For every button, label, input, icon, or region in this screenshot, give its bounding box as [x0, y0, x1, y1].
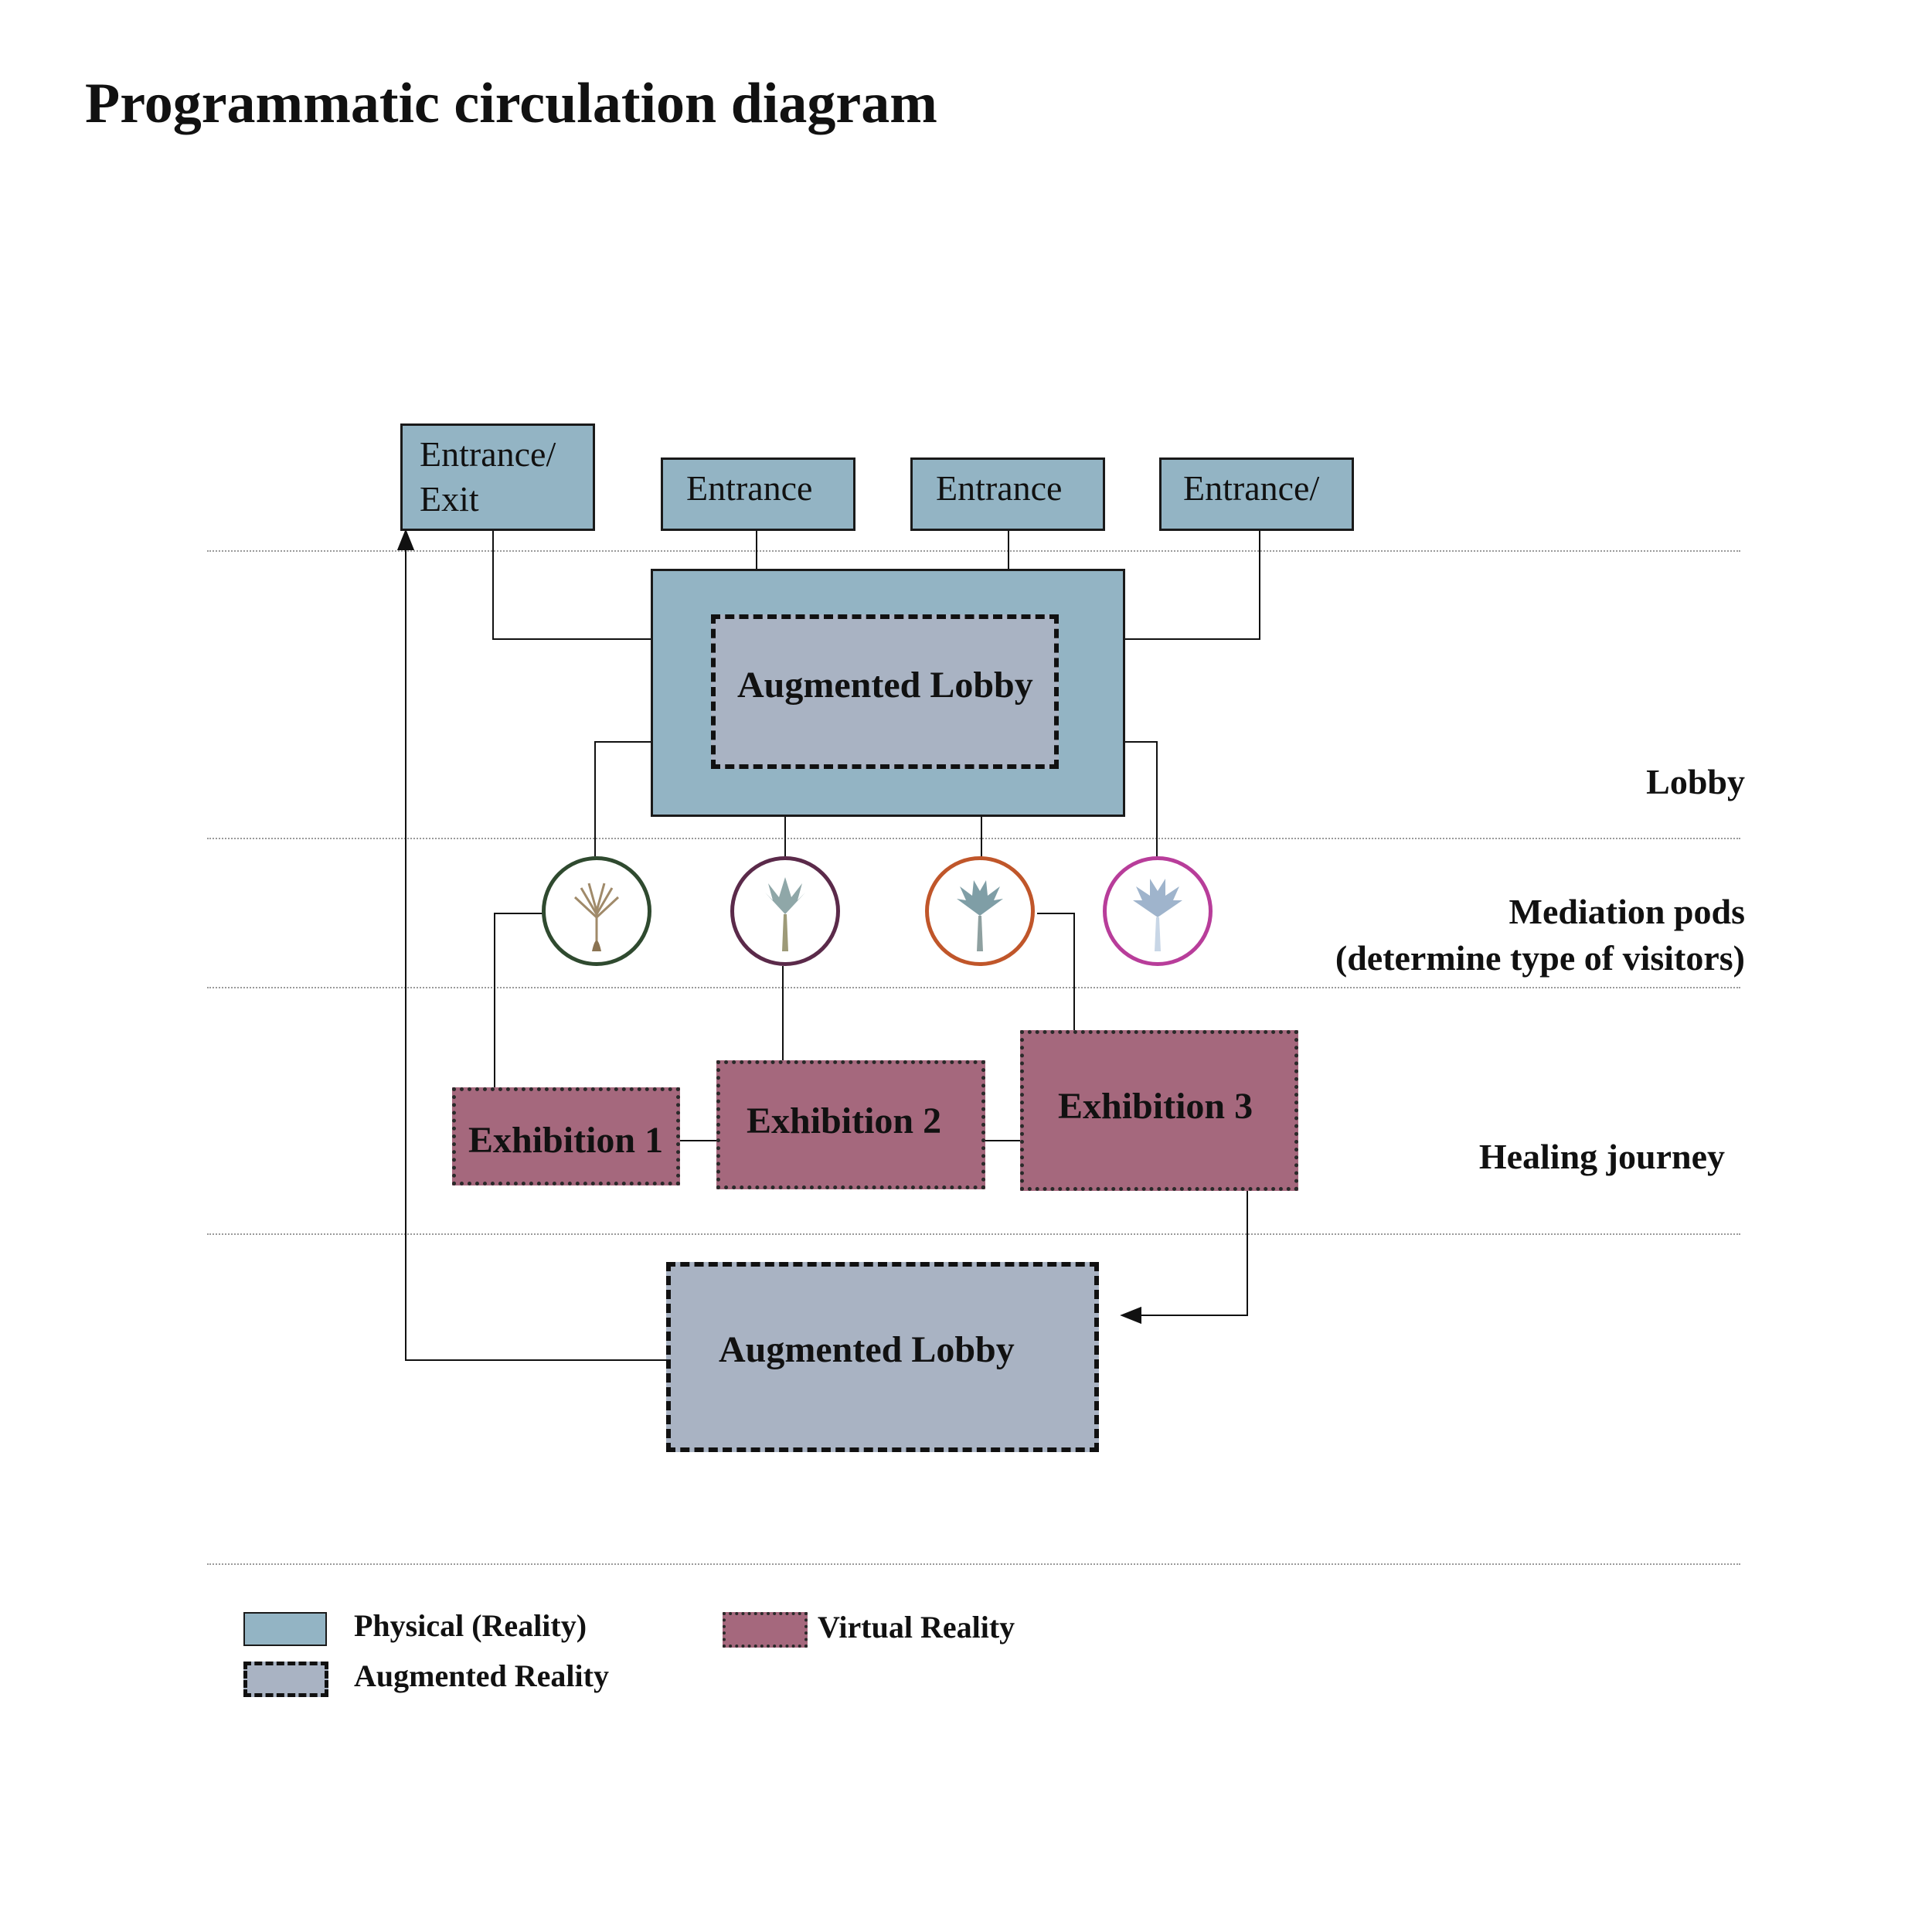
entrance-exit-box: Entrance/ Exit — [400, 423, 595, 531]
connector-entrance-exit-to-lobby — [492, 531, 663, 640]
zone-label-lobby: Lobby — [1646, 762, 1745, 801]
entrance-box: Entrance — [661, 457, 855, 531]
mediation-pod-2 — [730, 856, 840, 966]
zone-divider — [207, 1563, 1740, 1565]
exhibition-label: Exhibition 3 — [1058, 1086, 1253, 1127]
legend-swatch-augmented — [243, 1662, 328, 1697]
augmented-lobby-top-box: Augmented Lobby — [711, 614, 1059, 769]
tree-icon — [765, 877, 805, 951]
connector-lobby-to-exit — [396, 529, 668, 1361]
tree-icon — [957, 880, 1003, 951]
augmented-lobby-label: Augmented Lobby — [737, 665, 1033, 706]
zone-divider — [207, 987, 1740, 988]
zone-divider — [207, 1233, 1740, 1235]
entrance-box: Entrance/ — [1159, 457, 1354, 531]
entrance-label: Exit — [420, 479, 479, 519]
tree-icon — [1133, 879, 1182, 951]
legend-swatch-physical — [243, 1612, 327, 1646]
page-title: Programmatic circulation diagram — [85, 72, 937, 135]
exhibition-3-box: Exhibition 3 — [1020, 1030, 1298, 1191]
exhibition-1-box: Exhibition 1 — [452, 1087, 680, 1185]
connector-pod-3-to-exhibition-3 — [1037, 913, 1083, 1073]
entrance-label: Entrance/ — [1183, 468, 1320, 508]
legend-swatch-virtual — [723, 1612, 808, 1648]
augmented-lobby-bottom-box: Augmented Lobby — [666, 1262, 1099, 1452]
exhibition-2-box: Exhibition 2 — [716, 1060, 985, 1189]
zone-label-mediation: Mediation pods (determine type of visito… — [1335, 892, 1745, 978]
mediation-pod-1 — [542, 856, 651, 966]
exhibition-label: Exhibition 2 — [747, 1100, 942, 1141]
connector-pod-1-to-exhibition-1 — [485, 913, 543, 1125]
entrance-label: Entrance/ — [420, 434, 556, 474]
legend-label-physical: Physical (Reality) — [354, 1608, 587, 1643]
entrance-box: Entrance — [910, 457, 1105, 531]
connector-exhibition-3-to-lobby — [1120, 1190, 1248, 1325]
tree-icon — [573, 883, 620, 951]
exhibition-label: Exhibition 1 — [468, 1120, 664, 1161]
mediation-pod-4 — [1103, 856, 1213, 966]
legend-label-virtual: Virtual Reality — [818, 1610, 1015, 1645]
zone-divider — [207, 550, 1740, 552]
connector-entrance-4-to-lobby — [1090, 531, 1260, 640]
zone-label-healing: Healing journey — [1478, 1137, 1725, 1176]
augmented-lobby-label: Augmented Lobby — [719, 1329, 1015, 1370]
mediation-pod-3 — [925, 856, 1035, 966]
entrance-label: Entrance — [686, 468, 813, 508]
zone-divider — [207, 838, 1740, 839]
legend-label-augmented: Augmented Reality — [354, 1658, 609, 1693]
entrance-label: Entrance — [936, 468, 1063, 508]
